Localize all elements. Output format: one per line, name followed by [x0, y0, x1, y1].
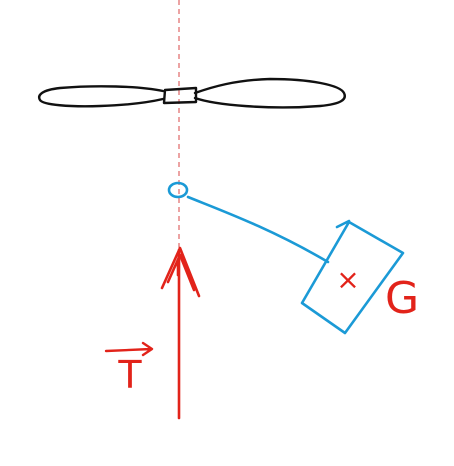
thrust-label: T	[117, 353, 142, 397]
center-mark: ×	[336, 263, 359, 296]
thrust-label-arrow	[104, 341, 154, 357]
pendulum-rod	[186, 195, 330, 264]
suspended-body	[300, 219, 405, 335]
propeller-icon	[38, 77, 346, 109]
pivot-ring-icon	[167, 181, 189, 199]
gravity-label: G	[385, 273, 419, 324]
vector-arrow-icon	[160, 246, 201, 420]
propeller-left-blade	[38, 85, 165, 108]
propeller-hub	[162, 86, 198, 105]
pendulum	[167, 181, 405, 335]
propeller-right-blade	[193, 77, 346, 109]
thrust-vector-head	[160, 246, 201, 298]
